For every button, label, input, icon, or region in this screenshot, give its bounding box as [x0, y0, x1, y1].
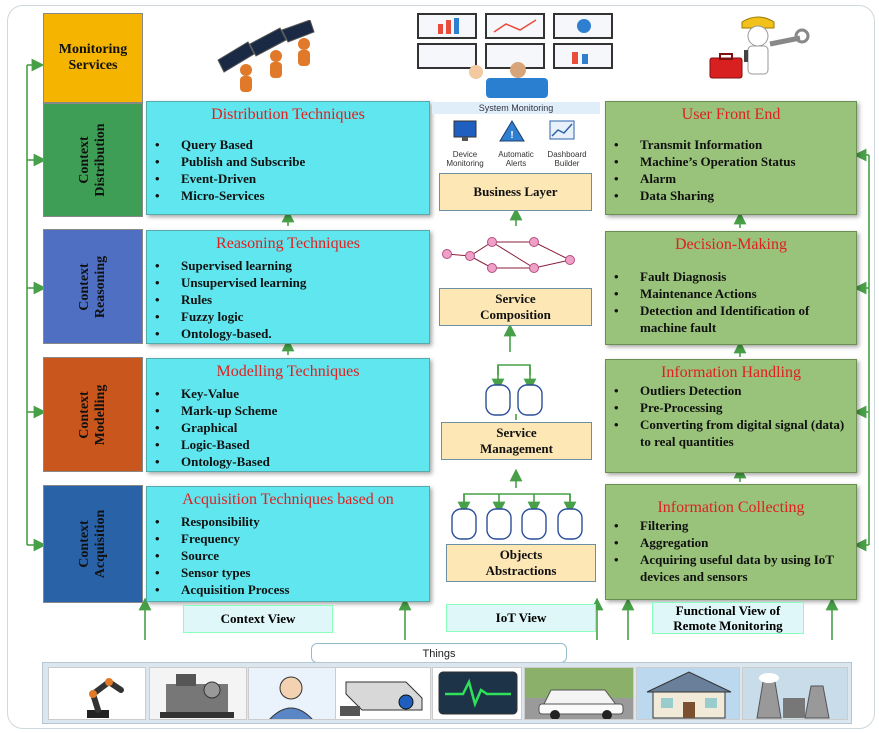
list-item: Fuzzy logic: [153, 308, 429, 325]
service-composition-box: Service Composition: [439, 288, 592, 326]
list-item: Frequency: [153, 530, 429, 547]
context-distribution-label: Context Distribution: [43, 103, 143, 217]
distribution-techniques-box: Distribution Techniques Query Based Publ…: [146, 101, 430, 215]
list-item: Ontology-Based: [153, 453, 429, 470]
maintenance-worker-icon: [709, 16, 810, 79]
list-item: Publish and Subscribe: [153, 153, 429, 170]
list-item: Filtering: [612, 517, 856, 534]
list-item: Acquiring useful data by using IoT devic…: [612, 551, 856, 585]
surveillance-camera-icon: [335, 667, 431, 720]
decision-making-title: Decision-Making: [675, 236, 787, 253]
functional-view-label: Functional View of Remote Monitoring: [652, 602, 804, 634]
list-item: Graphical: [153, 419, 429, 436]
svg-text:!: !: [510, 130, 513, 141]
list-item: Supervised learning: [153, 257, 429, 274]
dashboard-builder-caption: Dashboard Builder: [547, 150, 587, 168]
things-label: Things: [311, 643, 567, 663]
list-item: Data Sharing: [612, 187, 856, 204]
power-plant-icon: [742, 667, 848, 720]
context-modelling-label: Context Modelling: [43, 357, 143, 472]
monitoring-screens-icon: [417, 13, 613, 98]
information-collecting-box: Information Collecting Filtering Aggrega…: [605, 484, 857, 600]
user-front-end-title: User Front End: [681, 106, 781, 123]
list-item: Aggregation: [612, 534, 856, 551]
list-item: Key-Value: [153, 385, 429, 402]
service-management-box: Service Management: [441, 422, 592, 460]
information-collecting-title: Information Collecting: [657, 499, 805, 516]
list-item: Detection and Identification of machine …: [612, 302, 856, 336]
list-item: Responsibility: [153, 513, 429, 530]
system-monitoring-banner: System Monitoring: [432, 102, 600, 114]
list-item: Pre-Processing: [612, 399, 856, 416]
information-handling-title: Information Handling: [661, 364, 801, 381]
list-item: Query Based: [153, 136, 429, 153]
automatic-alerts-caption: Automatic Alerts: [498, 150, 534, 168]
list-item: Event-Driven: [153, 170, 429, 187]
modelling-techniques-box: Modelling Techniques Key-Value Mark-up S…: [146, 358, 430, 472]
acquisition-techniques-box: Acquisition Techniques based on Responsi…: [146, 486, 430, 602]
list-item: Logic-Based: [153, 436, 429, 453]
automatic-alerts-icon: [499, 120, 525, 142]
list-item: Ontology-based.: [153, 325, 429, 342]
list-item: Mark-up Scheme: [153, 402, 429, 419]
list-item: Outliers Detection: [612, 382, 856, 399]
information-handling-box: Information Handling Outliers Detection …: [605, 359, 857, 473]
context-reasoning-label: Context Reasoning: [43, 229, 143, 344]
distribution-techniques-title: Distribution Techniques: [211, 106, 365, 123]
objects-abstractions-box: Objects Abstractions: [446, 544, 596, 582]
list-item: Alarm: [612, 170, 856, 187]
context-view-label: Context View: [183, 605, 333, 633]
context-acquisition-label: Context Acquisition: [43, 485, 143, 603]
list-item: Maintenance Actions: [612, 285, 856, 302]
list-item: Sensor types: [153, 564, 429, 581]
house-icon: [636, 667, 740, 720]
device-monitoring-caption: Device Monitoring: [446, 150, 484, 168]
user-front-end-box: User Front End Transmit Information Mach…: [605, 101, 857, 215]
list-item: Rules: [153, 291, 429, 308]
list-item: Source: [153, 547, 429, 564]
operators-at-consoles-icon: [217, 20, 315, 92]
list-item: Transmit Information: [612, 136, 856, 153]
reasoning-techniques-box: Reasoning Techniques Supervised learning…: [146, 230, 430, 344]
industrial-machine-icon: [149, 667, 247, 720]
person-icon: [248, 667, 346, 720]
business-layer-box: Business Layer: [439, 173, 592, 211]
system-monitoring-icons: !: [453, 120, 575, 142]
dashboard-builder-icon: [549, 120, 575, 140]
list-item: Acquisition Process: [153, 581, 429, 598]
heart-monitor-icon: [432, 667, 522, 720]
list-item: Fault Diagnosis: [612, 268, 856, 285]
reasoning-techniques-title: Reasoning Techniques: [216, 235, 360, 252]
robot-arm-icon: [48, 667, 146, 720]
decision-making-box: Decision-Making Fault Diagnosis Maintena…: [605, 231, 857, 345]
list-item: Machine’s Operation Status: [612, 153, 856, 170]
monitoring-services-label: Monitoring Services: [43, 13, 143, 103]
modelling-techniques-title: Modelling Techniques: [216, 363, 360, 380]
list-item: Micro-Services: [153, 187, 429, 204]
car-icon: [524, 667, 634, 720]
list-item: Converting from digital signal (data) to…: [612, 416, 856, 450]
device-monitoring-icon: [453, 120, 477, 138]
list-item: Unsupervised learning: [153, 274, 429, 291]
acquisition-techniques-title: Acquisition Techniques based on: [182, 491, 394, 508]
iot-view-label: IoT View: [446, 604, 596, 632]
